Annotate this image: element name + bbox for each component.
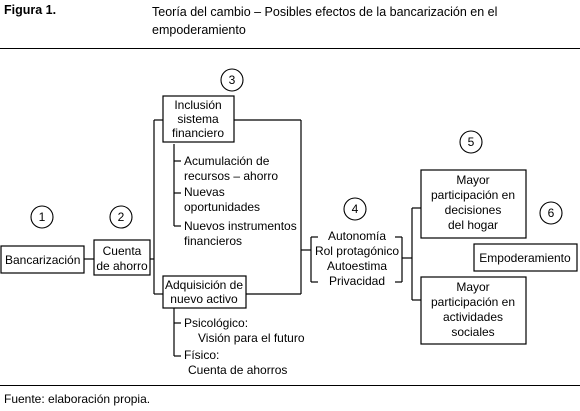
figure-label: Figura 1. bbox=[4, 3, 57, 17]
node-cuenta-line1: Cuenta bbox=[103, 244, 142, 258]
node-adquisicion-line1: Adquisición de bbox=[165, 278, 243, 292]
outcome-privacidad: Privacidad bbox=[329, 274, 385, 288]
step-1: 1 bbox=[39, 210, 46, 224]
adquisicion-item-1-line1: Psicológico: bbox=[184, 316, 248, 330]
node-empoderamiento: Empoderamiento bbox=[479, 251, 571, 265]
node-decisiones-line3: decisiones bbox=[445, 203, 502, 217]
node-actividades-line2: participación en bbox=[431, 295, 515, 309]
inclusion-item-2-line1: Nuevas bbox=[184, 185, 225, 199]
inclusion-item-2-line2: oportunidades bbox=[184, 200, 260, 214]
node-decisiones-line4: del hogar bbox=[448, 218, 498, 232]
step-3: 3 bbox=[229, 73, 236, 87]
inclusion-item-1-line1: Acumulación de bbox=[184, 154, 270, 168]
step-5: 5 bbox=[468, 135, 475, 149]
connector-lines bbox=[84, 119, 421, 357]
box-decisiones bbox=[420, 169, 527, 239]
inclusion-item-1-line2: recursos – ahorro bbox=[184, 169, 278, 183]
node-inclusion-line2: sistema bbox=[177, 112, 219, 126]
step-4: 4 bbox=[352, 202, 359, 216]
outcome-autoestima: Autoestima bbox=[327, 259, 387, 273]
step-6: 6 bbox=[548, 206, 555, 220]
inclusion-item-3-line2: financieros bbox=[184, 234, 242, 248]
node-decisiones-line1: Mayor bbox=[456, 173, 489, 187]
box-empoderamiento bbox=[473, 243, 578, 272]
box-bancarizacion bbox=[0, 245, 85, 274]
step-circles bbox=[30, 68, 563, 229]
box-adquisicion bbox=[162, 275, 247, 309]
adquisicion-item-2-line1: Físico: bbox=[184, 348, 219, 362]
node-bancarizacion: Bancarización bbox=[5, 253, 80, 267]
node-actividades-line1: Mayor bbox=[456, 280, 489, 294]
node-inclusion-line3: financiero bbox=[172, 126, 224, 140]
node-actividades-line3: actividades bbox=[443, 310, 503, 324]
adquisicion-item-2-line2: Cuenta de ahorros bbox=[188, 363, 287, 377]
box-cuenta bbox=[93, 239, 151, 276]
node-adquisicion-line2: nuevo activo bbox=[170, 292, 238, 306]
node-cuenta-line2: de ahorro bbox=[96, 259, 148, 273]
outcome-autonomia: Autonomía bbox=[328, 229, 386, 243]
node-actividades-line4: sociales bbox=[451, 325, 494, 339]
box-actividades bbox=[420, 276, 527, 345]
node-decisiones-line2: participación en bbox=[431, 188, 515, 202]
node-boxes bbox=[0, 95, 578, 345]
figure-title: Teoría del cambio – Posibles efectos de … bbox=[152, 5, 498, 37]
node-inclusion-line1: Inclusión bbox=[174, 98, 221, 112]
inclusion-item-3-line1: Nuevos instrumentos bbox=[184, 219, 297, 233]
adquisicion-item-1-line2: Visión para el futuro bbox=[198, 331, 305, 345]
bottom-rule bbox=[0, 385, 580, 386]
outcome-rol-protagonico: Rol protagónico bbox=[315, 244, 399, 258]
box-inclusion bbox=[162, 95, 235, 143]
figure-source: Fuente: elaboración propia. bbox=[4, 392, 151, 406]
top-rule bbox=[0, 48, 580, 49]
step-2: 2 bbox=[118, 210, 125, 224]
